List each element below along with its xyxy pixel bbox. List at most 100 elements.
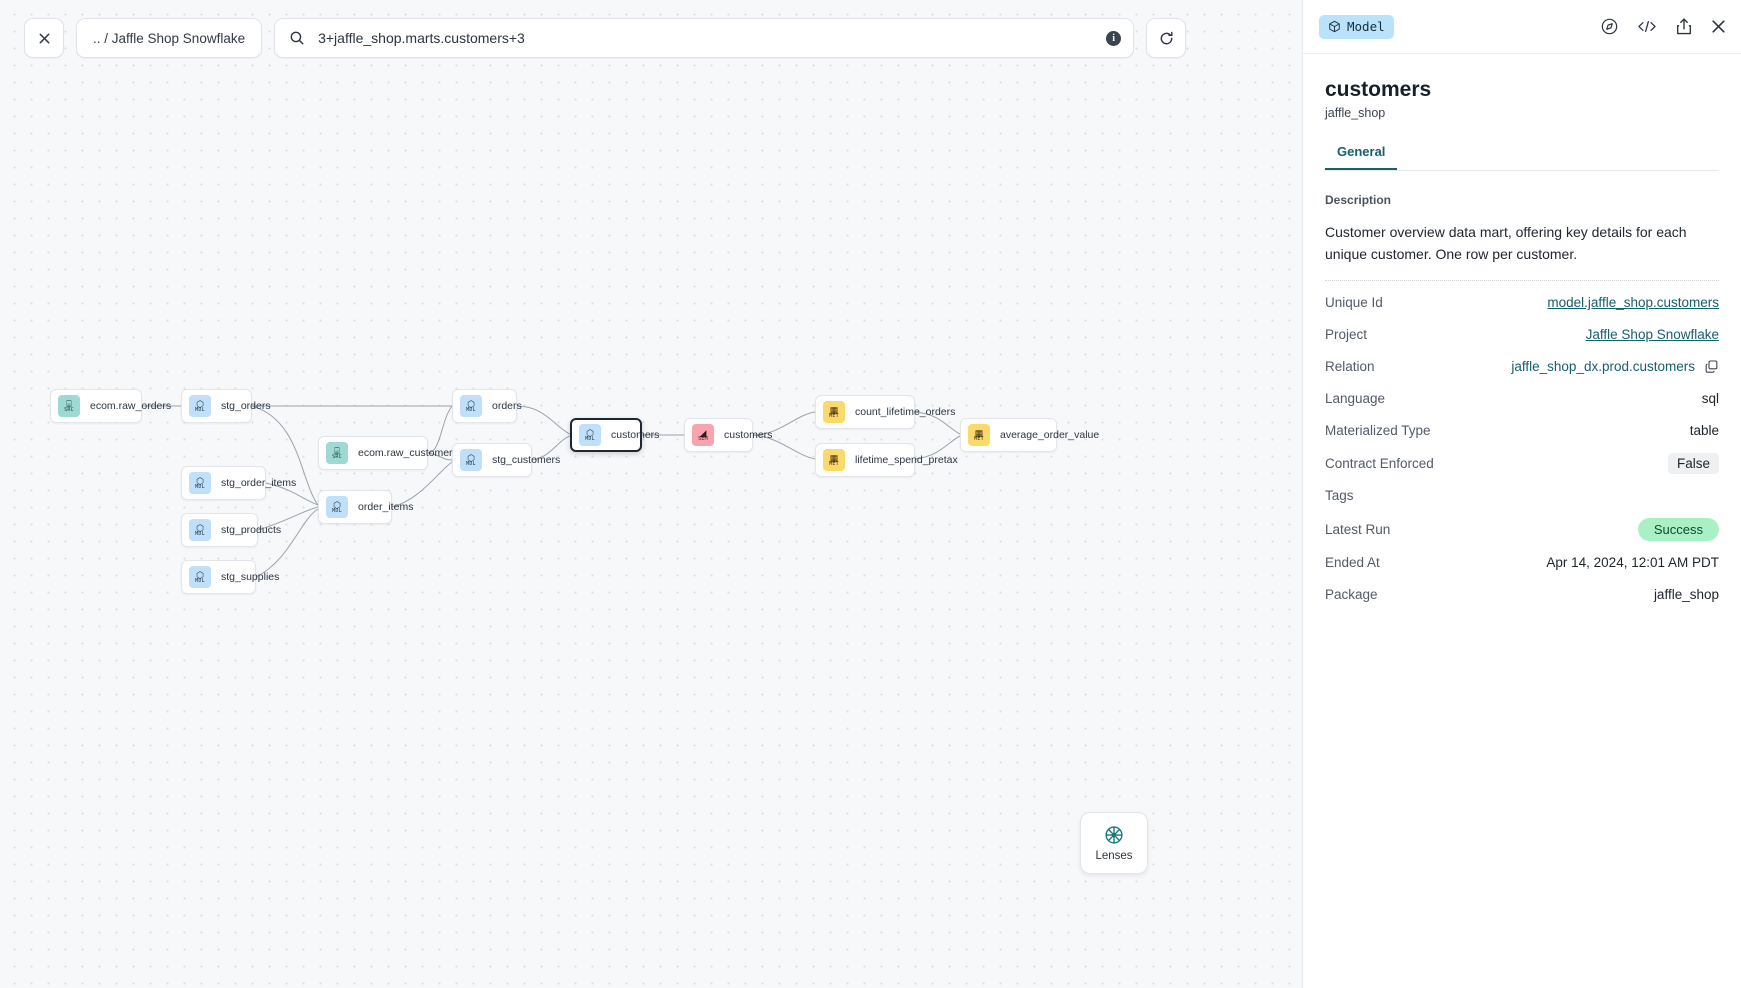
graph-node-stg_supplies[interactable]: ⬡MDL stg_supplies — [181, 560, 279, 594]
lenses-button[interactable]: Lenses — [1080, 812, 1148, 874]
graph-node-label: customers — [724, 429, 773, 441]
graph-node-label: customers — [611, 429, 660, 441]
mdl-badge-icon: ⬡MDL — [460, 449, 482, 471]
panel-body: customers jaffle_shop General Descriptio… — [1303, 54, 1741, 988]
graph-node-label: ecom.raw_orders — [90, 400, 172, 412]
sem-badge-icon: ◢SEM — [692, 424, 714, 446]
property-value: jaffle_shop_dx.prod.customers — [1511, 359, 1719, 374]
graph-node-label: average_order_value — [1000, 429, 1100, 441]
page-subtitle: jaffle_shop — [1325, 106, 1386, 120]
met-badge-icon: ▦MET — [823, 449, 845, 471]
mdl-badge-icon: ⬡MDL — [326, 496, 348, 518]
refresh-icon — [1160, 31, 1173, 44]
property-value-text: False — [1667, 452, 1719, 474]
close-icon — [39, 33, 49, 43]
breadcrumb-label: .. / Jaffle Shop Snowflake — [93, 30, 246, 46]
property-value-text: sql — [1701, 391, 1719, 407]
node-type-chip[interactable]: Model — [1319, 14, 1394, 39]
mdl-badge-icon: ⬡MDL — [189, 519, 211, 541]
property-value: Success — [1637, 517, 1719, 541]
panel-header: Model — [1303, 0, 1741, 54]
close-panel-button[interactable] — [1710, 18, 1727, 35]
property-value-text: jaffle_shop — [1653, 587, 1719, 603]
graph-node-stg_customers[interactable]: ⬡MDL stg_customers — [452, 443, 560, 477]
graph-node-label: stg_order_items — [221, 477, 297, 489]
explore-button[interactable] — [1600, 17, 1619, 36]
property-key: Project — [1325, 327, 1368, 343]
property-key: Unique Id — [1325, 295, 1383, 311]
property-value-text: Apr 14, 2024, 12:01 AM PDT — [1546, 555, 1719, 571]
property-row: Project Jaffle Shop Snowflake — [1325, 319, 1719, 351]
mdl-badge-icon: ⬡MDL — [189, 566, 211, 588]
graph-node-label: orders — [492, 400, 522, 412]
graph-node-label: stg_orders — [221, 400, 271, 412]
graph-node-label: count_lifetime_orders — [855, 406, 956, 418]
lineage-search[interactable]: i — [274, 18, 1135, 58]
tab-general[interactable]: General — [1325, 144, 1398, 170]
property-value: Jaffle Shop Snowflake — [1586, 327, 1719, 342]
view-code-button[interactable] — [1636, 17, 1658, 36]
property-value-text[interactable]: jaffle_shop_dx.prod.customers — [1511, 359, 1695, 375]
divider — [1325, 279, 1719, 281]
property-row: Ended At Apr 14, 2024, 12:01 AM PDT — [1325, 547, 1719, 579]
property-key: Ended At — [1325, 555, 1380, 571]
property-row: Contract Enforced False — [1325, 447, 1719, 480]
property-value-text[interactable]: model.jaffle_shop.customers — [1547, 295, 1719, 311]
property-value-text: Success — [1637, 517, 1719, 541]
cube-icon — [1329, 20, 1340, 33]
property-value-text[interactable]: Jaffle Shop Snowflake — [1585, 327, 1719, 343]
tabs: General — [1325, 144, 1719, 171]
node-type-label: Model — [1347, 19, 1385, 34]
description-label: Description — [1325, 193, 1392, 207]
description-text: Customer overview data mart, offering ke… — [1325, 224, 1687, 263]
graph-node-label: stg_supplies — [221, 571, 280, 583]
explore-icon — [1601, 18, 1618, 35]
copy-icon[interactable] — [1704, 359, 1719, 374]
graph-edge — [516, 405, 571, 435]
breadcrumb[interactable]: .. / Jaffle Shop Snowflake — [76, 18, 263, 58]
graph-node-lifetime_spend_pretax[interactable]: ▦MET lifetime_spend_pretax — [815, 443, 958, 477]
graph-node-orders[interactable]: ⬡MDL orders — [452, 389, 522, 423]
refresh-button[interactable] — [1146, 18, 1187, 58]
details-panel: Model — [1302, 0, 1741, 988]
graph-node-label: stg_customers — [492, 454, 561, 466]
property-row: Relation jaffle_shop_dx.prod.customers — [1325, 351, 1719, 383]
close-icon — [1712, 20, 1725, 33]
mdl-badge-icon: ⬡MDL — [189, 395, 211, 417]
property-key: Tags — [1325, 488, 1354, 504]
property-key: Contract Enforced — [1325, 455, 1434, 471]
property-key: Latest Run — [1325, 521, 1391, 537]
property-value: sql — [1702, 391, 1719, 406]
property-value: jaffle_shop — [1654, 587, 1719, 602]
info-icon[interactable]: i — [1106, 30, 1122, 46]
search-input[interactable] — [316, 29, 1096, 47]
property-key: Relation — [1325, 359, 1375, 375]
property-row: Unique Id model.jaffle_shop.customers — [1325, 287, 1719, 319]
graph-node-label: lifetime_spend_pretax — [855, 454, 958, 466]
graph-node-label: order_items — [358, 501, 414, 513]
graph-node-order_items[interactable]: ⬡MDL order_items — [318, 490, 413, 524]
lens-icon — [1105, 826, 1123, 844]
mdl-badge-icon: ⬡MDL — [460, 395, 482, 417]
property-row: Tags — [1325, 480, 1719, 512]
panel-action-buttons — [1600, 17, 1727, 36]
graph-node-label: ecom.raw_customers — [358, 447, 458, 459]
close-lineage-button[interactable] — [24, 18, 64, 58]
graph-node-stg_orders[interactable]: ⬡MDL stg_orders — [181, 389, 271, 423]
graph-node-customers_semantic[interactable]: ◢SEM customers — [684, 418, 772, 452]
property-row: Latest Run Success — [1325, 512, 1719, 547]
share-button[interactable] — [1675, 17, 1693, 36]
lineage-canvas[interactable]: .. / Jaffle Shop Snowflake i ⌸SRCecom.ra… — [0, 0, 1302, 988]
